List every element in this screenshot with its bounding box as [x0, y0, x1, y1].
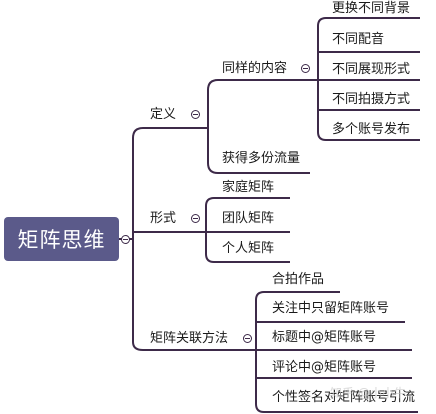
- connector-same-4: [317, 110, 420, 141]
- collapse-toggle-methods[interactable]: [243, 334, 252, 343]
- branch-methods-label[interactable]: 矩阵关联方法: [150, 331, 229, 346]
- leaf-method-4[interactable]: 个性签名对矩阵账号引流: [272, 390, 416, 405]
- leaf-form-1[interactable]: 团队矩阵: [222, 211, 275, 226]
- connector-methods-1: [255, 321, 405, 350]
- leaf-same-4[interactable]: 多个账号发布: [332, 122, 411, 137]
- connector-form-2: [205, 232, 290, 263]
- root-node[interactable]: 矩阵思维: [4, 217, 119, 261]
- leaf-method-1[interactable]: 关注中只留矩阵账号: [272, 301, 390, 316]
- leaf-same-2[interactable]: 不同展现形式: [332, 62, 411, 77]
- leaf-method-0[interactable]: 合拍作品: [272, 272, 325, 287]
- connector-hub-form: [132, 231, 200, 239]
- collapse-toggle-root[interactable]: [121, 235, 130, 244]
- connector-methods-4: [255, 378, 418, 413]
- leaf-same-3[interactable]: 不同拍摄方式: [332, 92, 411, 107]
- connector-form-0: [205, 197, 290, 232]
- collapse-toggle-same-content[interactable]: [301, 64, 310, 73]
- collapse-toggle-form[interactable]: [191, 214, 200, 223]
- leaf-form-2[interactable]: 个人矩阵: [222, 241, 275, 256]
- connector-same-0: [317, 17, 420, 80]
- connector-methods-0: [255, 291, 340, 350]
- connector-def-traffic: [207, 128, 310, 174]
- branch-form-label[interactable]: 形式: [150, 211, 177, 226]
- watermark: 知乎 @小小牛: [330, 386, 406, 400]
- leaf-form-0[interactable]: 家庭矩阵: [222, 180, 275, 195]
- leaf-method-2[interactable]: 标题中@矩阵账号: [272, 330, 377, 345]
- connector-hub-methods: [132, 239, 245, 351]
- node-traffic[interactable]: 获得多份流量: [222, 151, 301, 166]
- leaf-same-1[interactable]: 不同配音: [332, 32, 385, 47]
- connector-def-same: [207, 79, 310, 128]
- connector-hub-main: [132, 127, 200, 239]
- node-same-content[interactable]: 同样的内容: [222, 61, 288, 76]
- root-node-label: 矩阵思维: [17, 228, 106, 252]
- leaf-same-0[interactable]: 更换不同背景: [332, 1, 411, 16]
- branch-definition-label[interactable]: 定义: [150, 107, 177, 122]
- collapse-toggle-definition[interactable]: [191, 110, 200, 119]
- leaf-method-3[interactable]: 评论中@矩阵账号: [272, 360, 377, 375]
